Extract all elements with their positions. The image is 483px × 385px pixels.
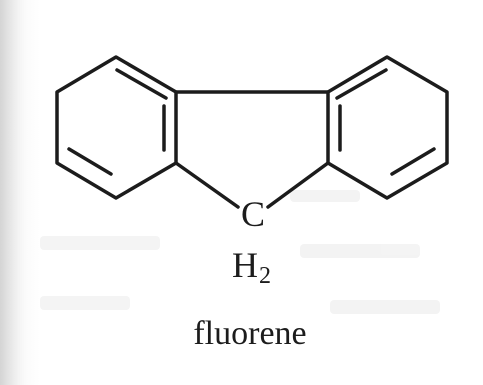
- left-benzene-ring: [55, 55, 178, 200]
- molecule-name: fluorene: [193, 315, 307, 352]
- right-benzene-ring: [326, 55, 449, 200]
- hydrogen-count: 2: [259, 263, 271, 289]
- left-ring-double-bond-lower: [67, 147, 113, 176]
- left-ring-double-bond-top: [115, 68, 168, 100]
- hydrogen-label: H2: [232, 247, 271, 294]
- left-bond-to-ch2: [174, 161, 240, 209]
- carbon-atom-label: C: [240, 194, 265, 234]
- right-ring-double-bond-lower: [390, 147, 436, 176]
- hydrogen-symbol: H: [232, 245, 258, 285]
- right-ring-double-bond-top: [335, 68, 388, 100]
- right-bond-to-ch2: [266, 161, 330, 209]
